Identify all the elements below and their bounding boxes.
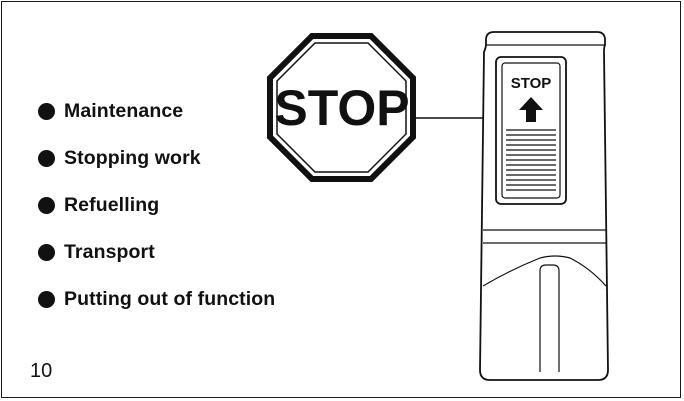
bullet-list: Maintenance Stopping work Refuelling Tra… — [38, 95, 275, 330]
list-item: Refuelling — [38, 189, 275, 221]
list-item: Stopping work — [38, 142, 275, 174]
handle-grip-contour — [482, 255, 607, 287]
bullet-icon — [38, 290, 55, 308]
bullet-label: Refuelling — [64, 193, 160, 216]
switch-label: STOP — [511, 75, 552, 92]
stop-switch: STOP — [495, 56, 567, 205]
bullet-icon — [38, 149, 55, 167]
bullet-icon — [38, 243, 55, 261]
arrow-up-icon — [519, 97, 543, 122]
list-item: Maintenance — [38, 95, 275, 127]
bullet-label: Maintenance — [64, 99, 184, 122]
list-item: Transport — [38, 236, 275, 268]
list-item: Putting out of function — [38, 283, 275, 315]
stop-sign-label: STOP — [274, 80, 409, 136]
bullet-label: Putting out of function — [64, 287, 276, 310]
bullet-label: Stopping work — [64, 146, 201, 169]
bullet-icon — [38, 102, 55, 120]
switch-grip-lines — [506, 129, 556, 191]
bullet-label: Transport — [64, 240, 155, 263]
stop-sign-outline — [267, 33, 416, 182]
stop-sign-inner-outline — [276, 42, 407, 173]
handle-slot — [539, 264, 560, 372]
stop-sign-icon: STOP — [267, 33, 416, 182]
bullet-icon — [38, 196, 55, 214]
page-number: 10 — [30, 360, 53, 382]
